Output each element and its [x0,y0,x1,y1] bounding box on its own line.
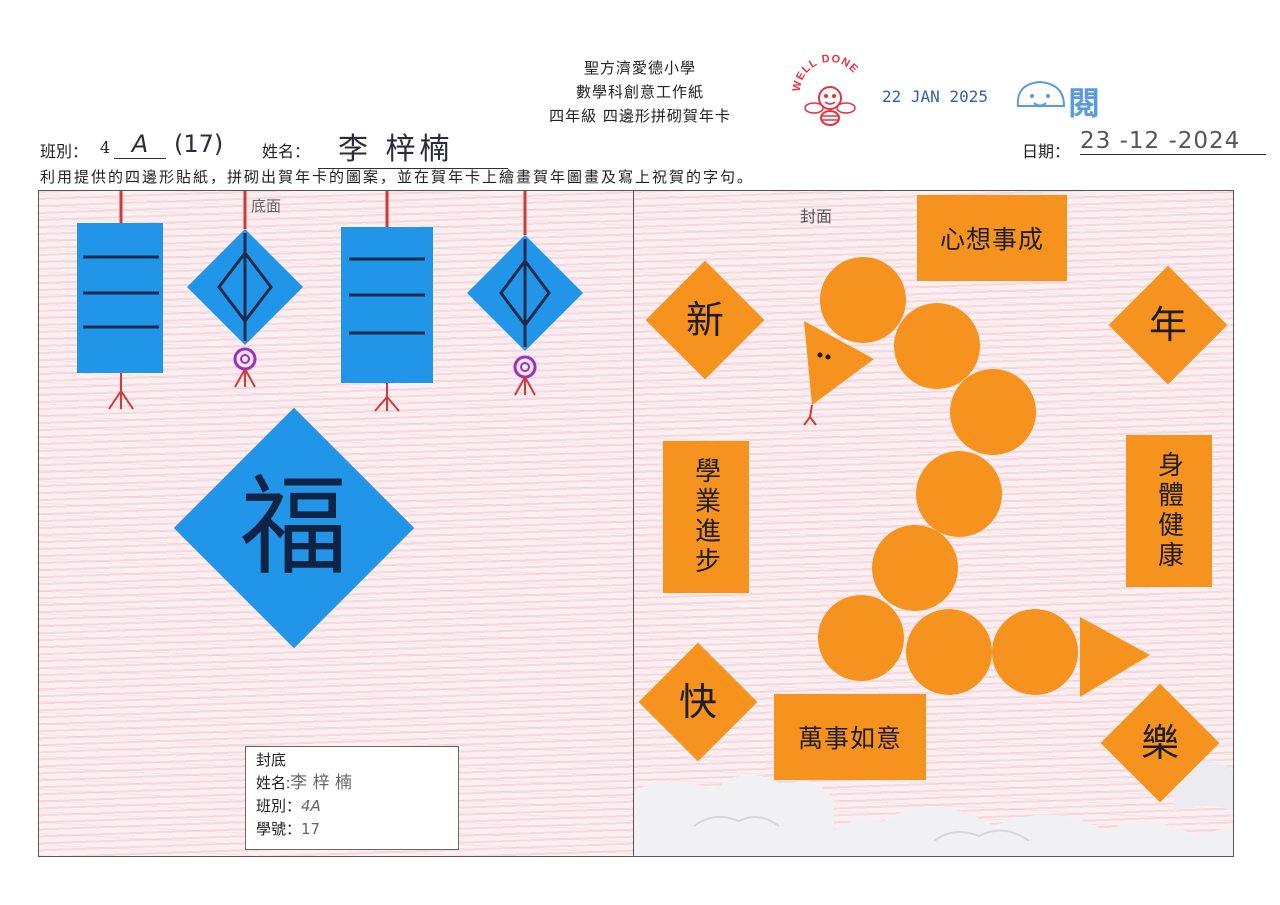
topic-title: 四年級 四邊形拼砌賀年卡 [549,107,731,125]
date-label: 日期： [1022,142,1071,161]
blessing-right-text: 身體健康 [1153,451,1184,571]
snake-body-circle [872,525,958,611]
student-info-row: 班別： 4 A (17) 姓名： 李 梓楠 日期： 23 -12 -2024 [40,128,1270,169]
subject-title: 數學科創意工作紙 [575,83,704,101]
snake-body-circle [950,369,1036,455]
back-cover-note: 底面 [251,197,282,215]
back-cover-title: 封底 [256,752,287,769]
cloud-decoration [634,761,1233,856]
blessing-bottom: 萬事如意 [774,694,926,780]
student-number: (17) [174,130,224,158]
svg-text:WELL DONE: WELL DONE [791,53,861,93]
read-mark: 閱 [1012,76,1112,122]
stamp-date: 22 JAN 2025 [882,87,988,106]
stamp-text: WELL DONE [791,53,860,93]
back-name-row: 姓名:李 梓 楠 [256,772,448,795]
front-cover-panel: 封面 心想事成 新 年 快 樂 學業進步 身體健康 萬事如意 [633,190,1234,857]
back-number-value: 17 [301,820,321,838]
snake-body-circle [906,609,992,695]
back-cover-panel: 底面 福 [38,190,634,857]
read-mark-char: 閱 [1068,84,1101,122]
back-name-value: 李 梓 楠 [290,773,352,793]
date-value: 23 -12 -2024 [1080,128,1266,155]
diamond-happy-text: 樂 [1140,721,1179,765]
snake-body-circle [818,595,904,681]
back-cover-info-box: 封底 姓名:李 梓 楠 班別：4A 學號：17 [245,746,459,850]
diamond-lantern-2 [467,191,583,396]
diamond-fast: 快 [638,642,758,762]
snake-body-circle [916,451,1002,537]
back-class-row: 班別：4A [256,795,448,818]
back-number-label: 學號： [256,821,302,838]
instruction-text: 利用提供的四邊形貼紙，拼砌出賀年卡的圖案，並在賀年卡上繪畫賀年圖畫及寫上祝賀的字… [40,168,755,186]
school-name: 聖方濟愛德小學 [583,59,696,77]
diamond-new-text: 新 [685,298,724,342]
rect-lantern-1 [77,191,163,410]
snake-tail [1080,617,1150,697]
blessing-top-text: 心想事成 [939,225,1044,254]
back-class-value: 4A [301,797,321,815]
rect-lantern-2 [341,191,433,412]
diamond-year: 年 [1108,265,1228,385]
snake-body-circle [894,303,980,389]
back-name-label: 姓名: [256,775,291,792]
front-cover-note: 封面 [800,207,833,226]
back-number-row: 學號：17 [256,818,448,841]
seal-face-icon [1016,80,1066,107]
class-value: A [114,130,166,159]
diamond-year-text: 年 [1148,303,1187,347]
snake-body-circle [992,609,1078,695]
snake-body-circle [820,257,906,343]
back-class-label: 班別： [256,798,302,815]
bee-stamp-icon: WELL DONE [791,53,861,126]
diamond-fast-text: 快 [678,680,717,724]
diamond-lantern-1 [187,191,303,388]
fu-character: 福 [239,465,348,590]
diamond-new: 新 [645,260,765,380]
class-label: 班別： [40,142,89,161]
snake-head [803,321,874,426]
student-name: 李 梓楠 [318,124,508,169]
diamond-happy: 樂 [1100,683,1220,803]
class-grade: 4 [100,138,111,157]
well-done-stamp: WELL DONE [790,50,870,130]
worksheet-header: 聖方濟愛德小學 數學科創意工作紙 四年級 四邊形拼砌賀年卡 [430,56,850,128]
blessing-top: 心想事成 [917,195,1067,281]
fu-diamond: 福 [173,407,415,649]
blessing-left: 學業進步 [663,441,749,593]
blessing-left-text: 學業進步 [690,457,721,577]
name-label: 姓名： [262,142,311,161]
blessing-bottom-text: 萬事如意 [797,724,902,753]
blessing-right: 身體健康 [1126,435,1212,587]
